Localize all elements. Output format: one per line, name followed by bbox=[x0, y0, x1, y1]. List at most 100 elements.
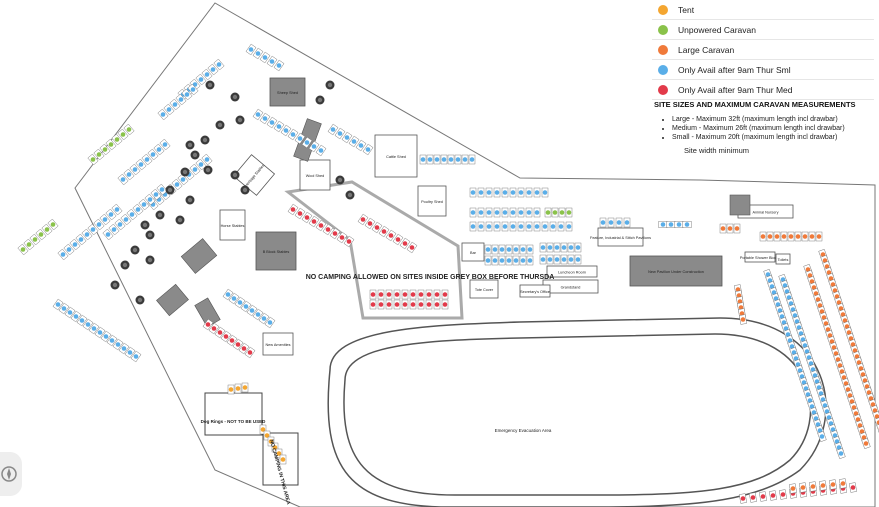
tree-highlight bbox=[317, 97, 323, 103]
campsite-marker bbox=[381, 229, 387, 234]
building-label: Horse Stables bbox=[221, 224, 245, 228]
campsite-marker bbox=[304, 215, 310, 220]
campsite-marker bbox=[290, 207, 296, 212]
compass-control[interactable] bbox=[0, 452, 22, 496]
campsite-marker bbox=[126, 172, 132, 177]
campsite-marker bbox=[370, 292, 376, 297]
campsite-marker bbox=[388, 233, 394, 238]
campsite-marker bbox=[853, 411, 859, 416]
building: Tote Cover bbox=[469, 279, 499, 299]
building-label: Animal Nursery bbox=[753, 211, 779, 215]
campsite-marker bbox=[820, 483, 826, 488]
campsite-marker bbox=[876, 420, 879, 425]
campsite-marker bbox=[815, 297, 821, 302]
campsite-marker bbox=[311, 144, 317, 149]
campsite-marker bbox=[410, 302, 416, 307]
campsite-marker bbox=[228, 387, 234, 392]
campsite-marker bbox=[478, 224, 484, 229]
tree-highlight bbox=[112, 282, 118, 288]
campsite-marker bbox=[874, 414, 879, 419]
campsite-marker bbox=[668, 222, 674, 227]
campsite-marker bbox=[358, 143, 364, 148]
building: Feature, Industrial & Stitch Pavilions bbox=[590, 227, 651, 247]
campsite-marker bbox=[499, 247, 505, 252]
campsite-marker bbox=[540, 257, 546, 262]
campsite-marker bbox=[217, 330, 223, 335]
campsite-marker bbox=[566, 210, 572, 215]
campsite-marker bbox=[750, 495, 756, 500]
campsite-marker bbox=[559, 210, 565, 215]
campsite-marker bbox=[108, 212, 114, 217]
grey-box-notice: NO CAMPING ALLOWED ON SITES INSIDE GREY … bbox=[306, 274, 555, 281]
campsite-marker bbox=[790, 307, 796, 312]
campsite-marker bbox=[115, 342, 121, 347]
campsite-marker bbox=[494, 190, 500, 195]
size-small: Small - Maximum 20ft (maximum length inc… bbox=[672, 133, 876, 142]
building-label: Poultry Shed bbox=[421, 200, 443, 204]
campsite-marker bbox=[241, 346, 247, 351]
tree-highlight bbox=[167, 187, 173, 193]
campsite-marker bbox=[276, 124, 282, 129]
campsite-marker bbox=[426, 292, 432, 297]
campsite-marker bbox=[833, 351, 839, 356]
campsite-marker bbox=[813, 291, 819, 296]
campsite-marker bbox=[248, 47, 254, 52]
campsite-marker bbox=[102, 217, 108, 222]
campsite-marker bbox=[825, 327, 831, 332]
campsite-marker bbox=[765, 272, 771, 277]
campsite-marker bbox=[470, 210, 476, 215]
campsite-marker bbox=[506, 247, 512, 252]
campsite-marker bbox=[846, 330, 852, 335]
campsite-marker bbox=[784, 289, 790, 294]
campsite-marker bbox=[237, 300, 243, 305]
campsite-marker bbox=[141, 202, 147, 207]
campsite-marker bbox=[608, 220, 614, 225]
building-label: Bar bbox=[470, 251, 477, 255]
campsite-marker bbox=[442, 292, 448, 297]
campsite-marker bbox=[269, 120, 275, 125]
campsite-marker bbox=[554, 257, 560, 262]
building: Luncheon Room bbox=[546, 265, 598, 278]
campsite-marker bbox=[600, 220, 606, 225]
campsite-marker bbox=[806, 355, 812, 360]
campsite-marker bbox=[821, 315, 827, 320]
site-sizes-panel: SITE SIZES AND MAXIMUM CARAVAN MEASUREME… bbox=[654, 100, 876, 155]
campsite-marker bbox=[502, 210, 508, 215]
campsite-marker bbox=[394, 292, 400, 297]
campsite-marker bbox=[780, 492, 786, 497]
campsite-marker bbox=[90, 157, 96, 162]
campsite-marker bbox=[235, 386, 241, 391]
campsite-marker bbox=[760, 234, 766, 239]
campsite-marker bbox=[800, 485, 806, 490]
campsite-marker bbox=[121, 346, 127, 351]
campsite-marker bbox=[838, 451, 844, 456]
campsite-marker bbox=[770, 493, 776, 498]
campsite-marker bbox=[470, 224, 476, 229]
building-label: Secretary's Office bbox=[520, 290, 550, 294]
campsite-marker bbox=[518, 210, 524, 215]
campsite-marker bbox=[67, 310, 73, 315]
campsite-marker bbox=[819, 434, 825, 439]
campsite-marker bbox=[172, 102, 178, 107]
size-medium: Medium - Maximum 26ft (maximum length in… bbox=[672, 124, 876, 133]
campsite-marker bbox=[816, 385, 822, 390]
small-site-swatch bbox=[658, 64, 668, 75]
campsite-marker bbox=[166, 107, 172, 112]
campsite-marker bbox=[783, 326, 789, 331]
campsite-marker bbox=[332, 231, 338, 236]
campsite-marker bbox=[144, 157, 150, 162]
legend-item-tent: Tent bbox=[652, 0, 874, 20]
campsite-marker bbox=[789, 344, 795, 349]
campsite-marker bbox=[803, 386, 809, 391]
campsite-marker bbox=[738, 305, 744, 310]
campsite-marker bbox=[844, 324, 850, 329]
tree-highlight bbox=[327, 82, 333, 88]
legend: Tent Unpowered Caravan Large Caravan Onl… bbox=[652, 0, 874, 100]
campsite-marker bbox=[126, 127, 132, 132]
emergency-area-label: Emergency Evacuation Area bbox=[495, 428, 552, 433]
building: New Pavilion Under Construction bbox=[629, 255, 723, 287]
campsite-marker bbox=[814, 379, 820, 384]
campsite-marker bbox=[339, 235, 345, 240]
building: Toilets bbox=[775, 253, 791, 265]
